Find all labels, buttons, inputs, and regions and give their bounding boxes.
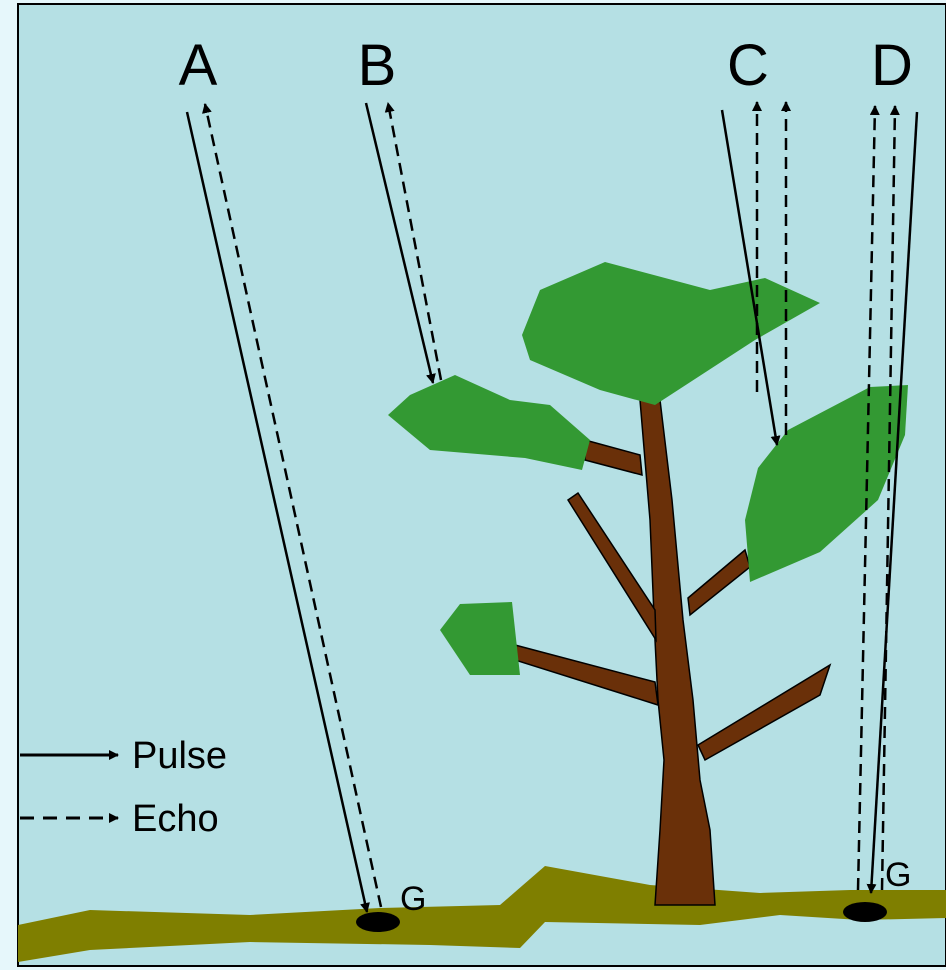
beam-label-b: B <box>358 33 397 98</box>
ground-label-d: G <box>885 856 911 894</box>
beam-label-c: C <box>727 33 769 98</box>
ground-label-a: G <box>400 880 426 918</box>
ground-return-spot-a <box>356 912 400 932</box>
legend-pulse-label: Pulse <box>132 735 227 777</box>
ground-return-spot-d <box>843 902 887 922</box>
beam-label-d: D <box>871 33 913 98</box>
legend-echo-label: Echo <box>132 798 219 840</box>
beam-label-a: A <box>179 33 218 98</box>
